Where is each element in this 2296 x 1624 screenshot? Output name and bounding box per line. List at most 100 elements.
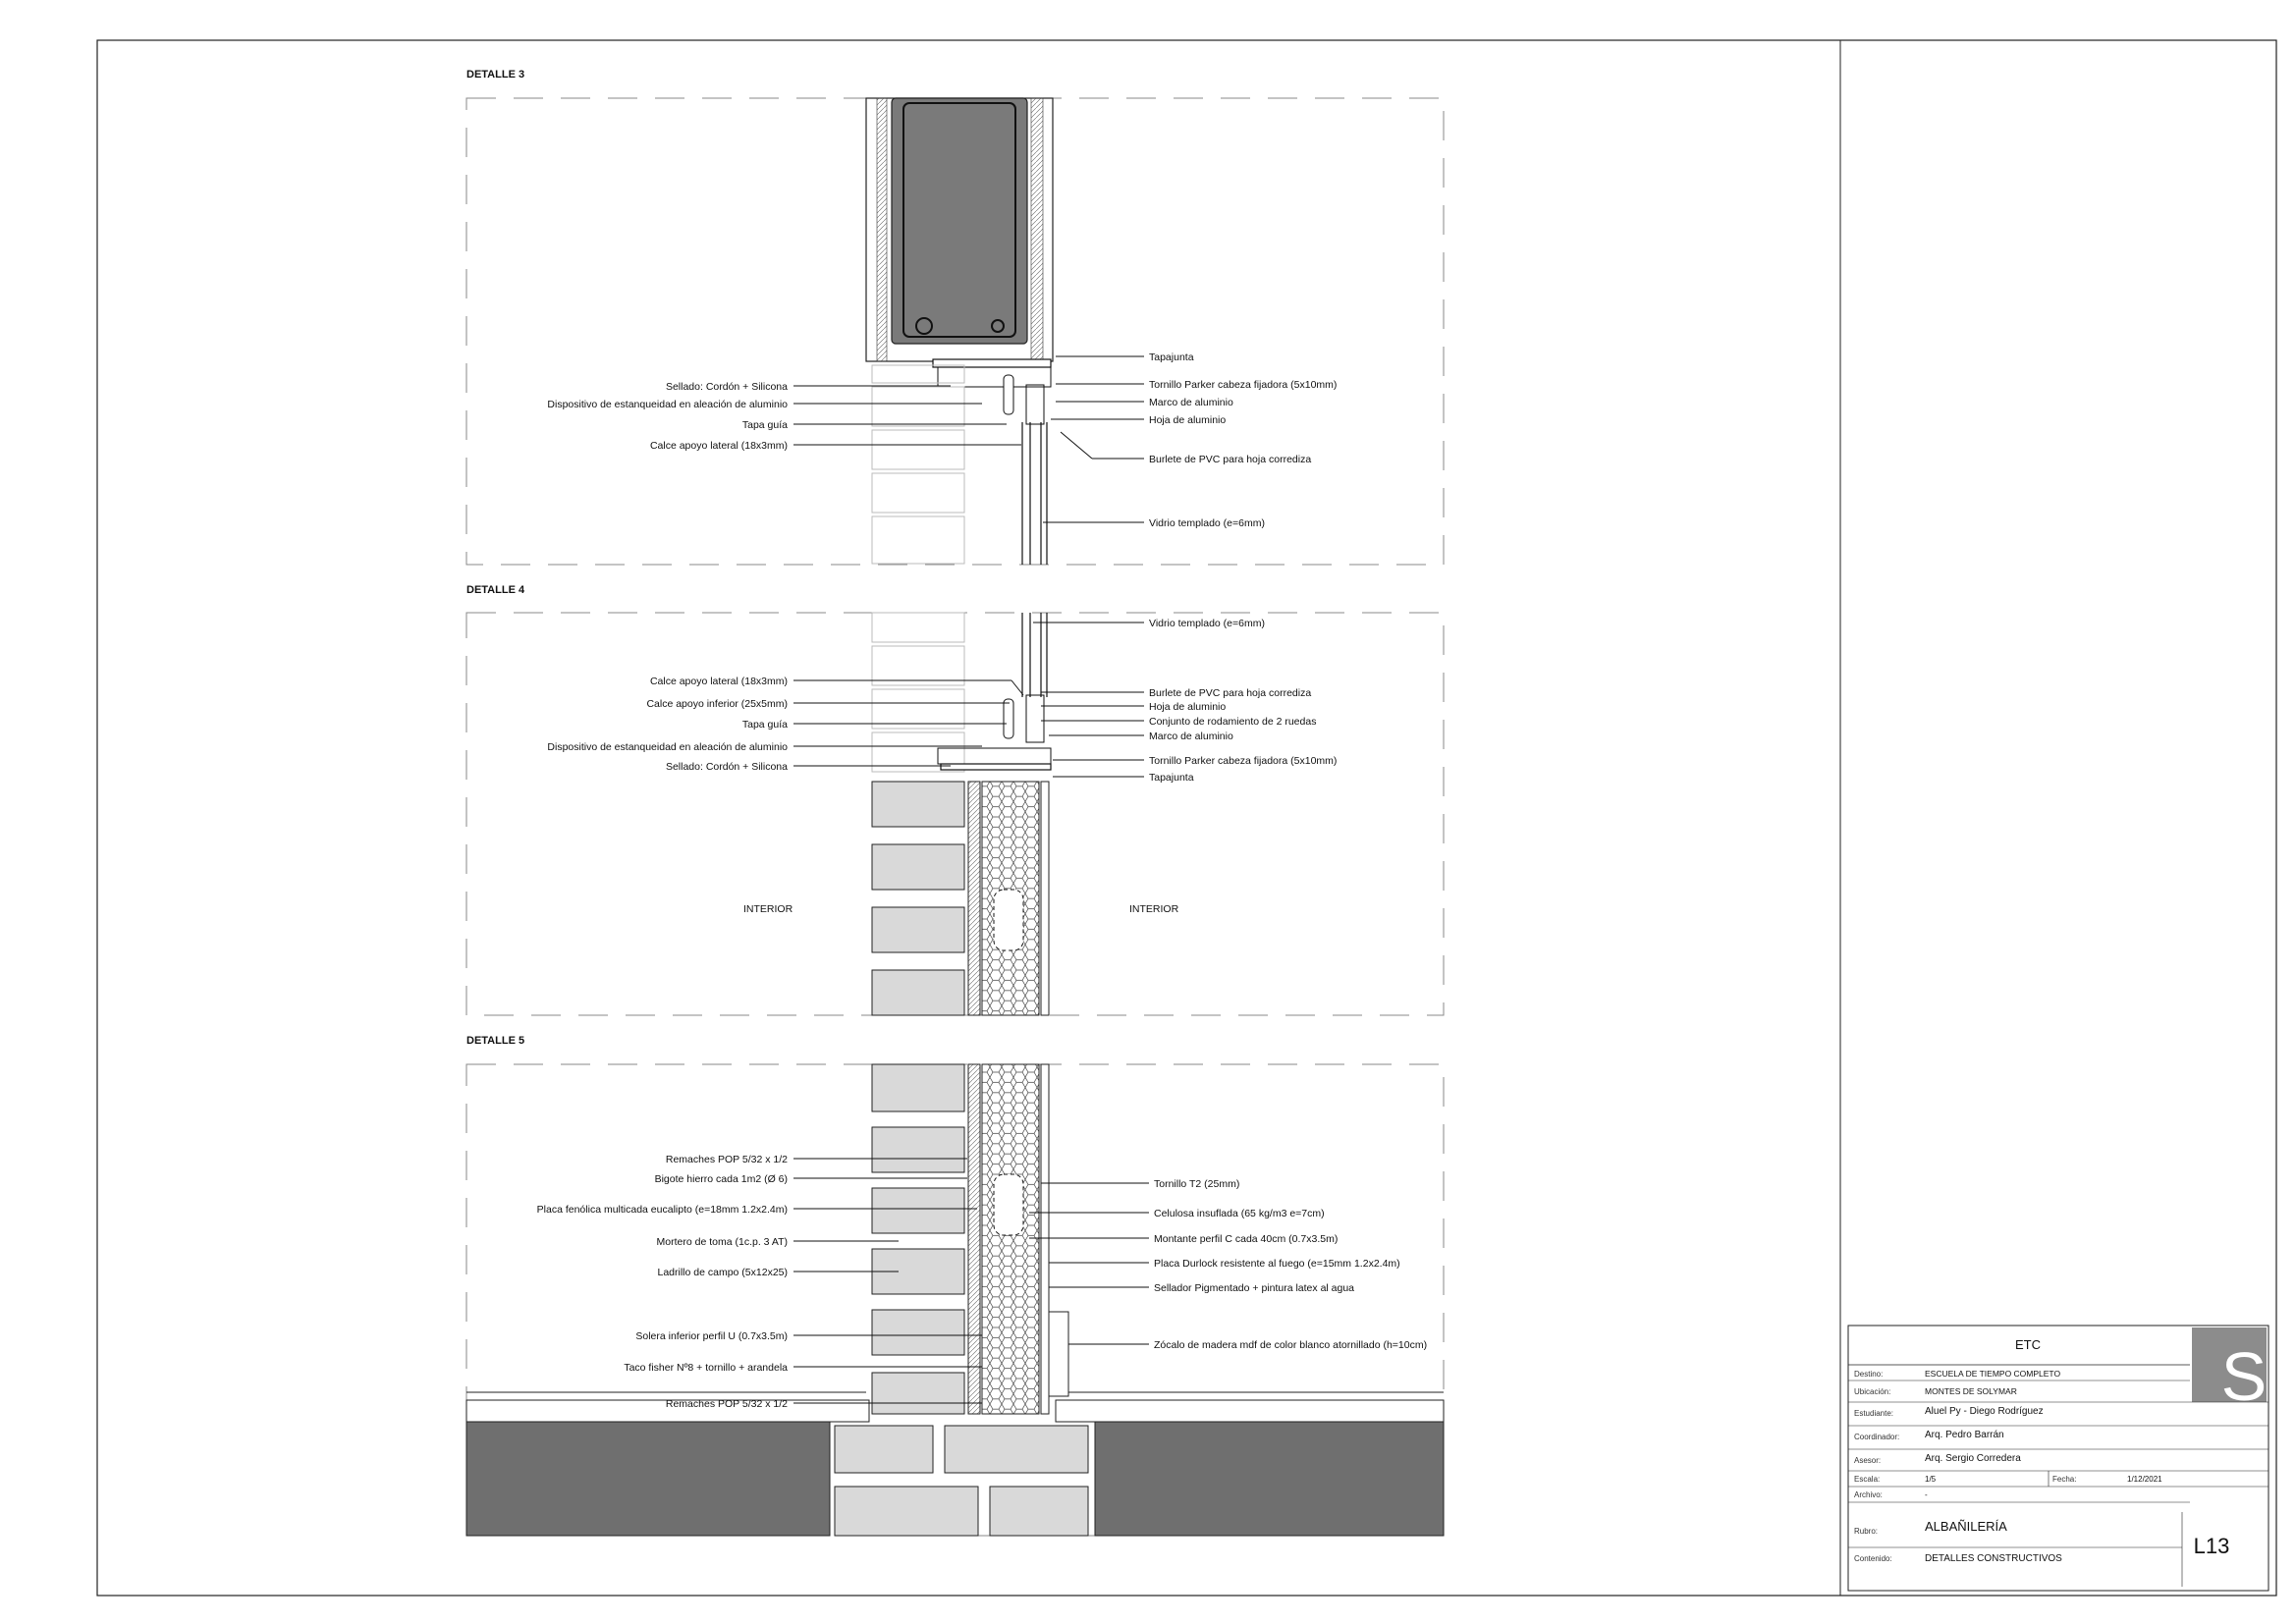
label-estudiante: Estudiante: <box>1854 1409 1893 1418</box>
title-block: ETC S Destino: ESCUELA DE TIEMPO COMPLET… <box>1847 1325 2269 1592</box>
detail-title: DETALLE 5 <box>466 1035 524 1047</box>
aluminium-frame <box>937 366 1052 388</box>
aluminium-frame-sill <box>937 747 1052 765</box>
rebar-stirrup <box>902 102 1016 338</box>
concrete-slab <box>1094 1421 1445 1537</box>
annotation: Tapajunta <box>1149 352 1194 363</box>
logo-letter: S <box>2221 1338 2268 1415</box>
stud-profile <box>993 1173 1024 1236</box>
annotation: Burlete de PVC para hoja corrediza <box>1149 454 1311 465</box>
annotation: Taco fisher Nº8 + tornillo + arandela <box>624 1362 788 1374</box>
annotation: Sellador Pigmentado + pintura latex al a… <box>1154 1282 1354 1294</box>
leader-lines <box>793 355 1144 523</box>
durlock-board <box>1040 1063 1050 1415</box>
annotation: Calce apoyo lateral (18x3mm) <box>650 440 788 452</box>
value-archivo: - <box>1925 1490 1928 1499</box>
floor-screed <box>1055 1399 1445 1423</box>
label-ubicacion: Ubicación: <box>1854 1387 1890 1396</box>
annotation: Remaches POP 5/32 x 1/2 <box>666 1398 788 1410</box>
mdf-skirting <box>1048 1311 1069 1397</box>
brick-outline <box>871 364 965 565</box>
phenolic-board <box>967 781 981 1016</box>
label-asesor: Asesor: <box>1854 1456 1881 1465</box>
annotation: Calce apoyo lateral (18x3mm) <box>650 676 788 687</box>
value-contenido: DETALLES CONSTRUCTIVOS <box>1925 1553 2062 1564</box>
annotation: Placa Durlock resistente al fuego (e=15m… <box>1154 1258 1400 1270</box>
logo-box <box>2192 1327 2267 1402</box>
durlock-board <box>1040 781 1050 1016</box>
title-block-frame <box>1847 1325 2269 1592</box>
annotation: Bigote hierro cada 1m2 (Ø 6) <box>655 1173 788 1185</box>
value-escala: 1/5 <box>1925 1475 1937 1484</box>
aluminium-frame-head <box>932 358 1052 368</box>
label-rubro: Rubro: <box>1854 1527 1878 1536</box>
annotation: Hoja de aluminio <box>1149 701 1226 713</box>
label-coordinador: Coordinador: <box>1854 1433 1899 1441</box>
plaster-layer <box>876 97 888 362</box>
label-fecha: Fecha: <box>2052 1475 2076 1484</box>
annotation: Zócalo de madera mdf de color blanco ato… <box>1154 1339 1427 1351</box>
annotation: Mortero de toma (1c.p. 3 AT) <box>657 1236 788 1248</box>
label-destino: Destino: <box>1854 1370 1883 1379</box>
title-block-rows <box>1848 1380 2269 1587</box>
value-coordinador: Arq. Pedro Barrán <box>1925 1430 2004 1440</box>
annotation: Tornillo T2 (25mm) <box>1154 1178 1239 1190</box>
annotation: Tapa guía <box>742 719 788 731</box>
annotation: Placa fenólica multicada eucalipto (e=18… <box>537 1204 788 1216</box>
stud-profile <box>993 889 1024 951</box>
annotation: Sellado: Cordón + Silicona <box>666 761 788 773</box>
guide-cap <box>1003 698 1014 739</box>
foundation-bricks <box>834 1425 1089 1537</box>
rebar <box>915 317 933 335</box>
label-archivo: Archivo: <box>1854 1490 1883 1499</box>
rebar <box>991 319 1005 333</box>
interior-label: INTERIOR <box>1129 903 1179 915</box>
detail-3: DETALLE 3 <box>465 69 1445 566</box>
annotation: Montante perfil C cada 40cm (0.7x3.5m) <box>1154 1233 1338 1245</box>
annotation: Solera inferior perfil U (0.7x3.5m) <box>635 1330 788 1342</box>
brick-column <box>871 1063 965 1415</box>
value-ubicacion: MONTES DE SOLYMAR <box>1925 1386 2017 1396</box>
leader-lines <box>793 1158 1149 1404</box>
brick-column <box>871 781 965 1016</box>
annotation: Dispositivo de estanqueidad en aleación … <box>547 741 788 753</box>
flashing <box>940 763 1052 771</box>
annotation: Calce apoyo inferior (25x5mm) <box>646 698 788 710</box>
annotation: Vidrio templado (e=6mm) <box>1149 517 1265 529</box>
sash <box>1025 694 1045 743</box>
annotation: Dispositivo de estanqueidad en aleación … <box>547 399 788 410</box>
annotation: Vidrio templado (e=6mm) <box>1149 618 1265 629</box>
label-contenido: Contenido: <box>1854 1554 1892 1563</box>
value-destino: ESCUELA DE TIEMPO COMPLETO <box>1925 1369 2060 1379</box>
annotation: Hoja de aluminio <box>1149 414 1226 426</box>
annotation: Celulosa insuflada (65 kg/m3 e=7cm) <box>1154 1208 1325 1219</box>
annotation: Conjunto de rodamiento de 2 ruedas <box>1149 716 1316 728</box>
plaster-layer <box>1030 97 1044 362</box>
detail-5: DETALLE 5 <box>465 1035 1445 1537</box>
detail-title: DETALLE 4 <box>466 584 525 596</box>
annotation: Tapajunta <box>1149 772 1194 784</box>
leader-lines <box>793 622 1144 778</box>
detail-title: DETALLE 3 <box>466 69 524 81</box>
sheet-border <box>96 39 2277 1597</box>
annotation: Remaches POP 5/32 x 1/2 <box>666 1154 788 1165</box>
concrete-slab <box>465 1421 831 1537</box>
value-fecha: 1/12/2021 <box>2127 1475 2162 1484</box>
phenolic-board <box>967 1063 981 1415</box>
brick-outline <box>871 612 965 773</box>
detail-4: DETALLE 4 <box>465 584 1445 1016</box>
project-code: ETC <box>2015 1337 2041 1352</box>
annotation: Tapa guía <box>742 419 788 431</box>
sheet-number: L13 <box>2194 1534 2230 1558</box>
annotation: Marco de aluminio <box>1149 731 1233 742</box>
label-escala: Escala: <box>1854 1475 1880 1484</box>
cellulose-insulation <box>981 1063 1040 1415</box>
interior-label: INTERIOR <box>743 903 793 915</box>
value-rubro: ALBAÑILERÍA <box>1925 1519 2007 1534</box>
annotation: Burlete de PVC para hoja corrediza <box>1149 687 1311 699</box>
annotation: Ladrillo de campo (5x12x25) <box>658 1267 789 1278</box>
annotation: Tornillo Parker cabeza fijadora (5x10mm) <box>1149 379 1337 391</box>
concrete-lintel <box>891 97 1028 345</box>
annotation: Sellado: Cordón + Silicona <box>666 381 788 393</box>
